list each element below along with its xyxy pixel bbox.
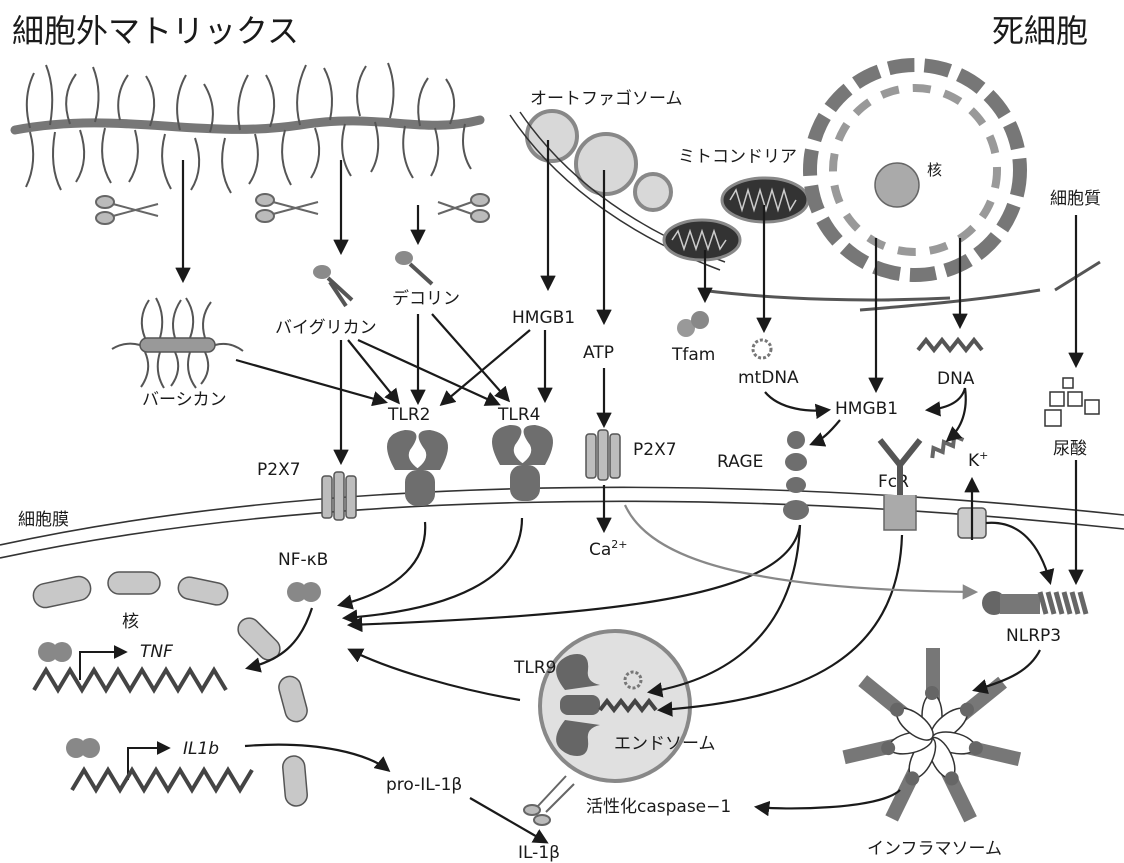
antibody-helix [928,433,963,458]
inflammasome-label: インフラマソーム [867,839,1002,859]
fcr-label: FcR [878,472,909,492]
pro-il1b-label: pro-IL-1β [386,775,462,795]
nfkb-label: NF-κB [278,550,328,570]
uric-acid-crystals [1045,378,1099,426]
caspase-label: 活性化caspase−1 [586,797,731,817]
ca-ion-label: Ca2+ [589,538,628,560]
scissors-icon [256,194,318,222]
dead-nucleus-label: 核 [927,161,942,179]
cell-membrane-label: 細胞膜 [18,510,69,530]
dna-helix [918,340,982,350]
cell-nucleus-envelope [31,572,309,807]
nlrp3-molecule [982,591,1086,615]
nlrp3-label: NLRP3 [1006,626,1061,646]
rage-receptor [783,431,809,520]
versican-label: バーシカン [142,390,227,410]
biglycan-molecule [313,265,352,306]
il1b-gene [66,738,252,790]
hmgb1-mid-label: HMGB1 [835,399,898,419]
autophagosome-label: オートファゴソーム [530,88,683,109]
tnf-gene [34,642,226,690]
biglycan-label: バイグリカン [275,318,377,338]
il1b-label: IL-1β [518,843,560,863]
dead-cell-title: 死細胞 [992,12,1088,50]
versican-molecule [112,298,243,388]
mitochondria-label: ミトコンドリア [678,147,797,167]
cell-membrane [0,487,1124,545]
endosome [540,631,690,781]
p2x7-right-label: P2X7 [633,440,677,460]
dna-label: DNA [937,369,975,389]
cell-nucleus-label: 核 [122,612,139,632]
mtdna-circle [753,340,771,358]
ecm-fiber [15,63,480,193]
uric-acid-label: 尿酸 [1053,439,1087,459]
endosome-label: エンドソーム [614,734,716,754]
tnf-label: TNF [140,642,173,662]
dead-cell-nucleus [810,65,1020,275]
atp-label: ATP [583,343,614,363]
hmgb1-top-label: HMGB1 [512,308,575,328]
tlr9-label: TLR9 [513,658,556,678]
tlr2-receptor [387,430,448,506]
scissors-icon [438,194,489,222]
mitochondrion [664,220,740,260]
p2x7-left-label: P2X7 [257,460,301,480]
nfkb-molecule [287,582,321,602]
il1b-gene-label: IL1b [183,739,219,759]
p2x7-channel-right [586,430,620,480]
decorin-label: デコリン [392,288,460,309]
scissors-icon [96,196,158,224]
k-ion-label: K+ [968,449,988,471]
scissors-icon [524,776,574,825]
tfam-label: Tfam [671,345,715,365]
decorin-molecule [395,251,432,284]
p2x7-channel-left [322,472,356,520]
cytoplasm-label: 細胞質 [1050,189,1101,209]
tfam-molecule [677,311,709,337]
tlr2-label: TLR2 [387,405,430,425]
tlr4-label: TLR4 [497,405,540,425]
rage-label: RAGE [717,452,763,472]
mtdna-label: mtDNA [738,368,799,388]
inflammasome [843,648,1022,822]
ecm-title: 細胞外マトリックス [12,12,299,50]
